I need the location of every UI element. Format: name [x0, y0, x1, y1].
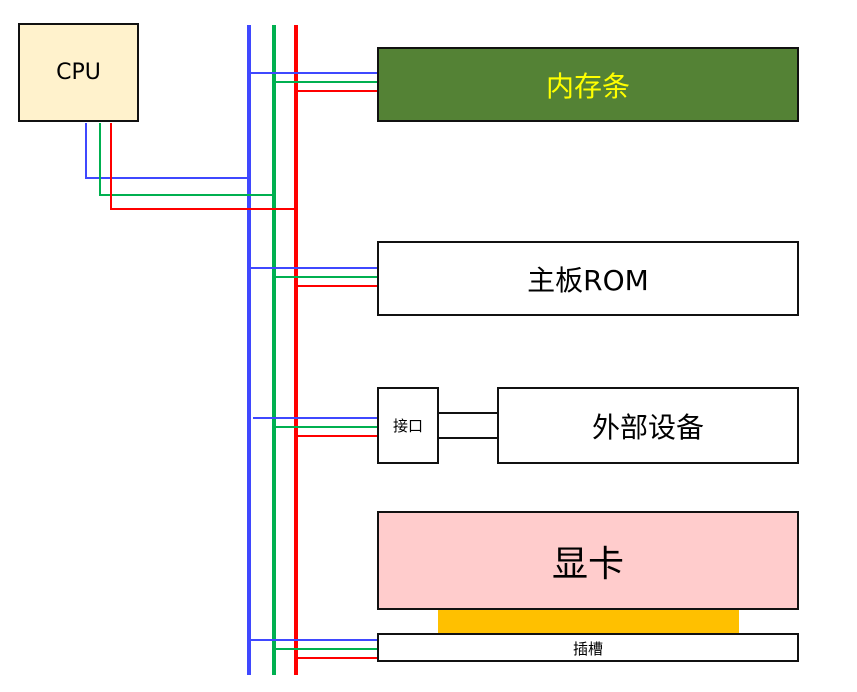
- external-device-label: 外部设备: [591, 410, 704, 444]
- cpu-box: CPU: [18, 23, 139, 122]
- memory-box: 内存条: [377, 47, 799, 122]
- slot-label: 插槽: [572, 640, 603, 658]
- gold-finger-connector: [438, 610, 739, 633]
- graphics-card-label: 显卡: [551, 543, 624, 585]
- cpu-data-line: [99, 123, 274, 196]
- interface-label: 接口: [392, 417, 423, 435]
- cpu-address-line: [85, 123, 249, 179]
- rom-label: 主板ROM: [527, 263, 649, 297]
- memory-label: 内存条: [545, 69, 630, 103]
- external-device-box: 外部设备: [497, 387, 799, 464]
- interface-box: 接口: [377, 387, 439, 464]
- cpu-control-line: [110, 123, 296, 210]
- cpu-label: CPU: [56, 60, 101, 85]
- slot-box: 插槽: [377, 633, 799, 662]
- graphics-card-box: 显卡: [377, 511, 799, 610]
- rom-box: 主板ROM: [377, 241, 799, 316]
